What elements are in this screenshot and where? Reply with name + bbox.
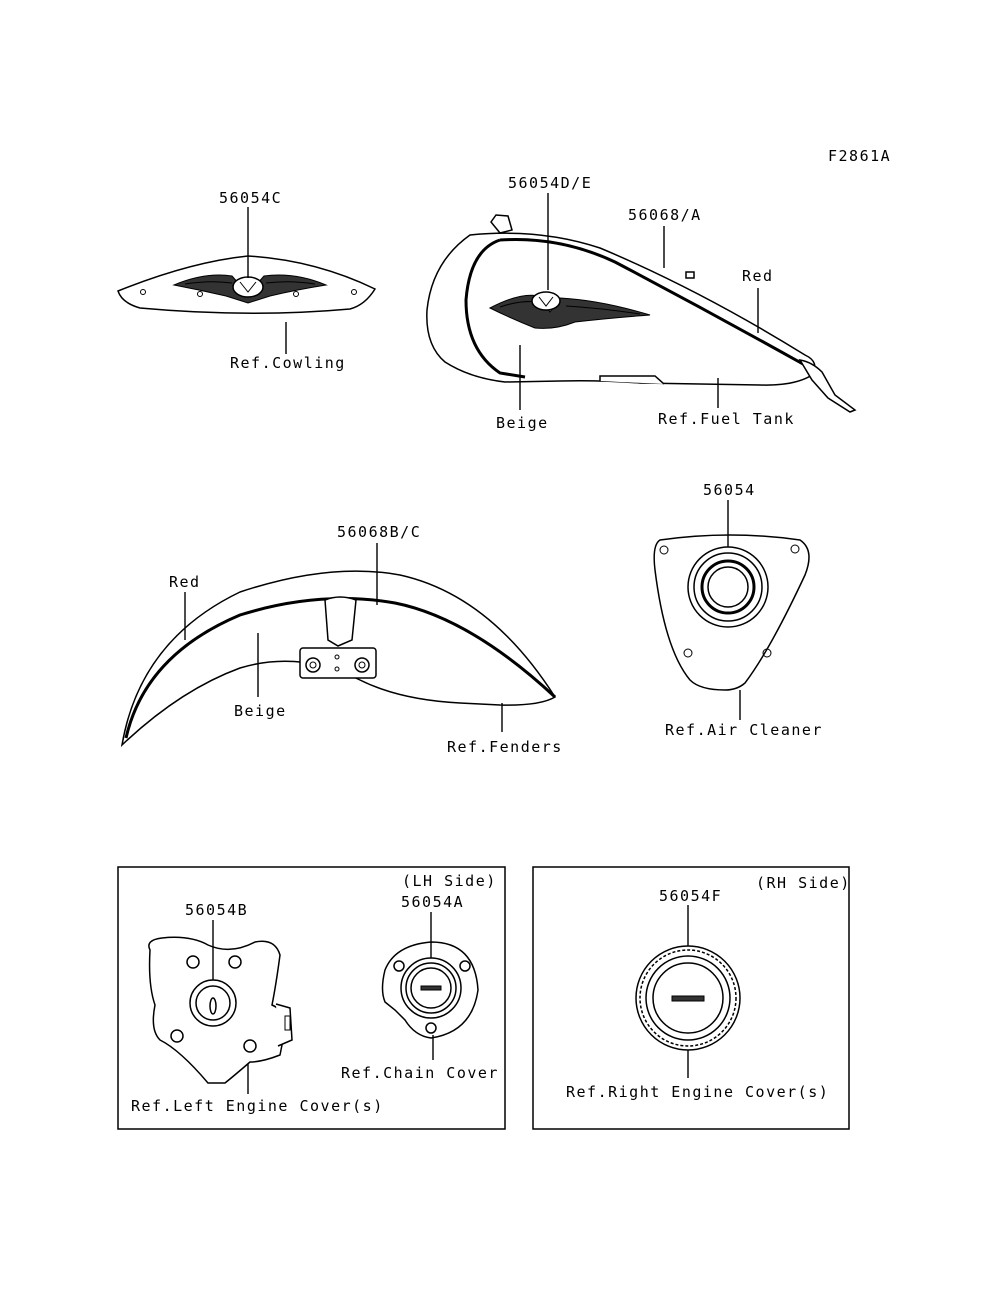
lh-side-box: (LH Side) 56054B Ref.Left Engine Cover(s… bbox=[117, 866, 506, 1130]
left-engine-part-number: 56054B bbox=[185, 901, 248, 919]
fuel-tank-stripe-part: 56068/A bbox=[628, 206, 702, 224]
cowling-group: 56054C Ref.Cowling bbox=[117, 189, 377, 372]
air-cleaner-ref-label: Ref.Air Cleaner bbox=[665, 721, 823, 739]
fender-group: 56068B/C Red Beige Ref.Fenders bbox=[120, 523, 563, 756]
air-cleaner-group: 56054 Ref.Air Cleaner bbox=[653, 481, 823, 739]
rh-side-box: (RH Side) 56054F Ref.Right Engine Cover(… bbox=[532, 866, 851, 1130]
fuel-tank-stripe-inner bbox=[464, 238, 526, 379]
chain-cover-part-number: 56054A bbox=[401, 893, 464, 911]
fuel-tank-stripe bbox=[499, 238, 804, 366]
fuel-tank-ref-label: Ref.Fuel Tank bbox=[658, 410, 795, 428]
cowling-emblem bbox=[172, 274, 328, 304]
fender-stripe bbox=[124, 597, 557, 739]
right-engine-part-number: 56054F bbox=[659, 887, 722, 905]
right-engine-cover-shape bbox=[635, 945, 741, 1051]
cowling-ref-label: Ref.Cowling bbox=[230, 354, 346, 372]
rh-side-label: (RH Side) bbox=[756, 874, 851, 892]
fuel-tank-emblem-part: 56054D/E bbox=[508, 174, 592, 192]
fuel-tank-group: 56054D/E 56068/A Red Beige Ref.Fuel Tank bbox=[426, 174, 857, 432]
fender-ref-label: Ref.Fenders bbox=[447, 738, 563, 756]
fuel-tank-emblem bbox=[488, 291, 651, 329]
lh-side-frame bbox=[117, 866, 506, 1130]
fuel-tank-color-top: Red bbox=[742, 267, 774, 285]
lh-side-label: (LH Side) bbox=[402, 872, 497, 890]
chain-cover-ref-label: Ref.Chain Cover bbox=[341, 1064, 499, 1082]
fender-color-top: Red bbox=[169, 573, 201, 591]
rh-side-frame bbox=[532, 866, 850, 1130]
fuel-tank-color-bottom: Beige bbox=[496, 414, 549, 432]
figure-id: F2861A bbox=[828, 147, 891, 165]
fender-color-bottom: Beige bbox=[234, 702, 287, 720]
left-engine-ref-label: Ref.Left Engine Cover(s) bbox=[131, 1097, 384, 1115]
fender-stripe-part: 56068B/C bbox=[337, 523, 421, 541]
cowling-part-number: 56054C bbox=[219, 189, 282, 207]
right-engine-ref-label: Ref.Right Engine Cover(s) bbox=[566, 1083, 829, 1101]
air-cleaner-part-number: 56054 bbox=[703, 481, 756, 499]
